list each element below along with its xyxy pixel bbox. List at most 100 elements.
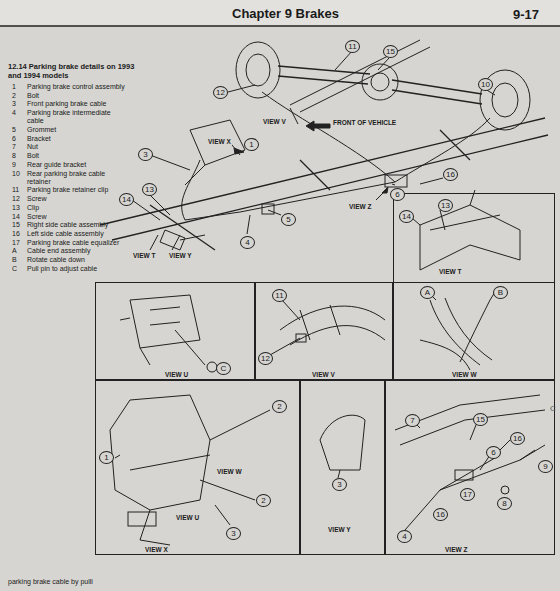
legend-number: 5 (12, 126, 16, 134)
callout-number: 3 (138, 148, 153, 161)
view-x-sketch (110, 395, 270, 545)
callout-number: 2 (272, 400, 287, 413)
callout-number: 4 (397, 530, 412, 543)
callout-number: 10 (478, 78, 493, 91)
view-pointer: VIEW X (207, 138, 232, 145)
view-panel: VIEW T (393, 193, 555, 283)
callout-number: 15 (383, 45, 398, 58)
callout-number: 1 (99, 451, 114, 464)
view-w-sketch (420, 292, 495, 370)
callout-number: 8 (497, 497, 512, 510)
callout-number: 12 (213, 86, 228, 99)
legend-number: 1 (12, 83, 16, 91)
legend-text: Rear guide bracket (27, 161, 127, 169)
callout-number: 2 (256, 494, 271, 507)
view-label: VIEW Z (444, 546, 468, 553)
legend-number: 10 (12, 170, 20, 178)
callout-number: 11 (272, 289, 287, 302)
view-label: VIEW Y (327, 526, 352, 533)
view-panel: VIEW U (95, 282, 255, 380)
view-label: VIEW T (438, 268, 462, 275)
header-rule (0, 25, 560, 27)
view-panel: VIEW Z (385, 380, 555, 555)
cut-text: parking brake cable by pulli (8, 578, 93, 585)
legend-text: Screw (27, 195, 127, 203)
legend-text: Left side cable assembly (27, 230, 127, 238)
legend-number: 8 (12, 152, 16, 160)
legend-text: Bolt (27, 92, 127, 100)
callout-number: 14 (399, 210, 414, 223)
callout-number: 6 (390, 188, 405, 201)
legend-number: 13 (12, 204, 20, 212)
legend-text: Bolt (27, 152, 127, 160)
callout-number: 9 (538, 460, 553, 473)
legend-text: Pull pin to adjust cable (27, 265, 127, 273)
legend-number: 15 (12, 221, 20, 229)
legend-number: 11 (12, 186, 19, 194)
view-panel: VIEW W (393, 282, 555, 380)
legend-number: 3 (12, 100, 16, 108)
view-t-sketch (412, 190, 520, 270)
main-view (100, 40, 548, 250)
legend-number: B (12, 256, 17, 264)
callout-number: 16 (433, 508, 448, 521)
view-pointer: VIEW W (216, 468, 243, 475)
legend-number: 6 (12, 135, 16, 143)
legend-number: 2 (12, 92, 16, 100)
callout-number: 6 (486, 446, 501, 459)
legend-text: Nut (27, 143, 127, 151)
legend-number: A (12, 247, 17, 255)
callout-number: 15 (473, 413, 488, 426)
view-pointer: VIEW U (175, 514, 200, 521)
view-panel: VIEW Y (300, 380, 385, 555)
callout-number: 1 (244, 138, 259, 151)
legend-text: Grommet (27, 126, 127, 134)
view-label: VIEW V (311, 371, 336, 378)
legend-text: Parking brake cable equalizer (27, 239, 127, 247)
view-pointer: VIEW T (132, 252, 156, 259)
legend-text: Rear parking brake cable retainer (27, 170, 127, 186)
legend-text: Front parking brake cable (27, 100, 127, 108)
view-label: VIEW U (164, 371, 189, 378)
legend-number: 4 (12, 109, 16, 117)
margin-mark: C (550, 404, 556, 413)
header-band (0, 0, 560, 26)
callout-number: 14 (119, 193, 134, 206)
view-pointer: VIEW Y (168, 252, 193, 259)
view-pointer: VIEW Z (348, 203, 372, 210)
legend-text: Right side cable assembly (27, 221, 127, 229)
callout-number: 5 (281, 213, 296, 226)
legend-number: 12 (12, 195, 20, 203)
view-pointer: FRONT OF VEHICLE (332, 119, 397, 126)
view-pointer: VIEW V (262, 118, 287, 125)
callout-number: 13 (438, 199, 453, 212)
figure-caption: 12.14 Parking brake details on 1993 and … (8, 62, 138, 80)
callout-number: C (216, 362, 231, 375)
callout-number: 13 (142, 183, 157, 196)
view-u-sketch (120, 295, 217, 372)
view-z-sketch (395, 395, 545, 530)
legend-text: Rotate cable down (27, 256, 127, 264)
legend-number: 17 (12, 239, 20, 247)
callout-number: 16 (510, 432, 525, 445)
page-number: 9-17 (513, 7, 539, 22)
legend-number: C (12, 265, 17, 273)
callout-number: 4 (240, 236, 255, 249)
legend-text: Screw (27, 213, 127, 221)
page-title: Chapter 9 Brakes (232, 6, 339, 21)
callout-number: 12 (258, 352, 273, 365)
callout-number: 3 (226, 527, 241, 540)
callout-number: A (420, 286, 435, 299)
view-label: VIEW X (144, 546, 169, 553)
callout-number: 11 (345, 40, 360, 53)
legend-text: Clip (27, 204, 127, 212)
callout-number: B (493, 286, 508, 299)
view-y-sketch (320, 415, 365, 478)
callout-number: 7 (405, 414, 420, 427)
legend-text: Parking brake control assembly (27, 83, 127, 91)
view-panel: VIEW X (95, 380, 300, 555)
legend-text: Bracket (27, 135, 127, 143)
view-v-sketch (270, 300, 385, 355)
legend-text: Parking brake intermediate cable (27, 109, 127, 125)
legend-text: Cable end assembly (27, 247, 127, 255)
